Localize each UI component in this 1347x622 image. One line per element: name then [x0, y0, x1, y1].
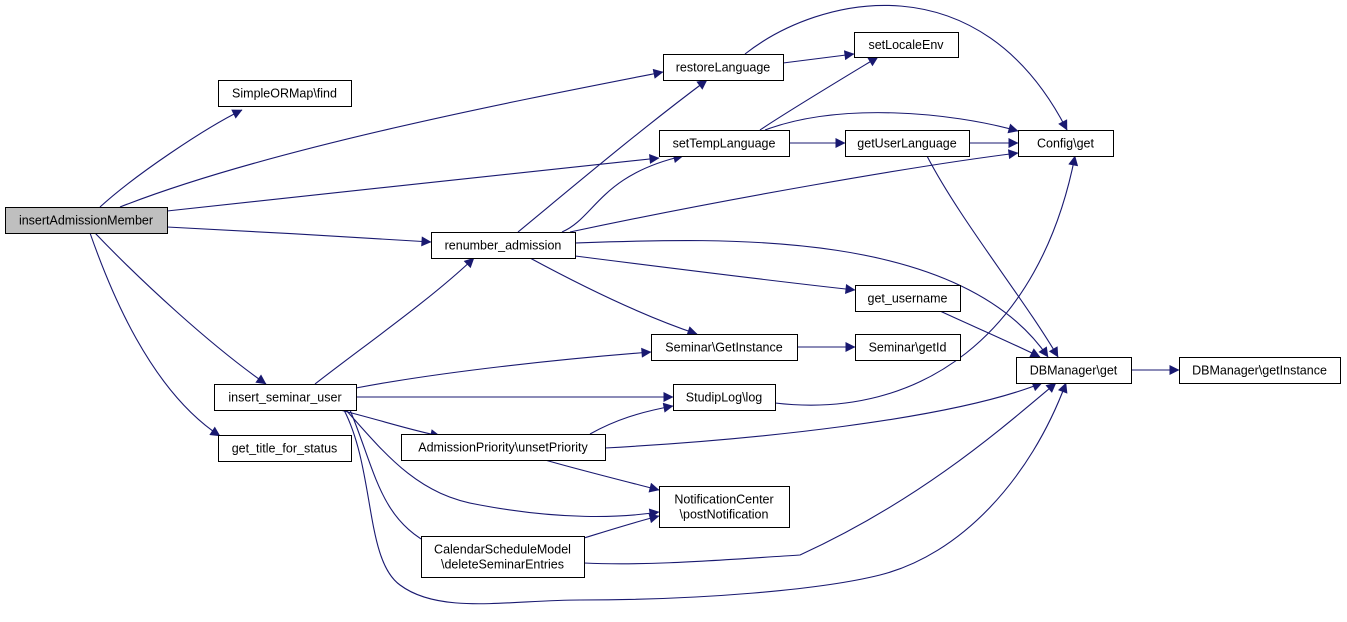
- node-simple-ormap-find[interactable]: SimpleORMap\find: [218, 80, 352, 107]
- node-label: get_title_for_status: [232, 442, 338, 456]
- edge-renumber-admission-to-config-get: [569, 149, 1019, 233]
- edge-get-user-language-to-dbmanager-get: [926, 155, 1059, 358]
- node-admission-priority-unset[interactable]: AdmissionPriority\unsetPriority: [401, 434, 606, 461]
- node-box: [431, 232, 576, 259]
- edge-get-username-to-dbmanager-get: [939, 310, 1041, 358]
- edge-admission-priority-unset-to-dbmanager-get: [604, 381, 1043, 449]
- edge-layer: [89, 4, 1180, 605]
- node-box: [663, 54, 784, 81]
- node-label: AdmissionPriority\unsetPriority: [418, 441, 588, 455]
- node-box: [1018, 130, 1114, 157]
- node-box: [651, 334, 798, 361]
- node-box: [659, 130, 790, 157]
- node-label: Config\get: [1037, 137, 1095, 151]
- edge-insert-seminar-user-to-seminar-get-instance: [355, 347, 652, 389]
- node-label: Seminar\GetInstance: [665, 341, 782, 355]
- node-label: setLocaleEnv: [868, 38, 944, 52]
- node-seminar-get-instance[interactable]: Seminar\GetInstance: [651, 334, 798, 361]
- edge-insert-seminar-user-to-renumber-admission: [314, 257, 475, 385]
- node-box: [855, 285, 961, 312]
- node-label: \deleteSeminarEntries: [441, 558, 564, 572]
- edge-renumber-admission-to-dbmanager-get: [574, 239, 1049, 358]
- node-label: Seminar\getId: [869, 341, 947, 355]
- node-label: StudipLog\log: [686, 391, 763, 405]
- node-set-temp-language[interactable]: setTempLanguage: [659, 130, 790, 157]
- node-label: SimpleORMap\find: [232, 87, 337, 101]
- node-label: setTempLanguage: [673, 137, 776, 151]
- node-get-title-for-status[interactable]: get_title_for_status: [218, 435, 352, 462]
- edge-insert-admission-member-to-renumber-admission: [166, 226, 432, 247]
- node-box: [218, 80, 352, 107]
- node-label: DBManager\getInstance: [1192, 364, 1327, 378]
- edge-studiplog-log-to-config-get: [774, 155, 1079, 406]
- node-box: [673, 384, 776, 411]
- node-renumber-admission[interactable]: renumber_admission: [431, 232, 576, 259]
- node-label: DBManager\get: [1030, 364, 1118, 378]
- node-seminar-get-id[interactable]: Seminar\getId: [855, 334, 961, 361]
- edge-insert-seminar-user-to-calendar-schedule-delete: [349, 409, 433, 546]
- node-label: renumber_admission: [445, 239, 562, 253]
- node-box: [854, 32, 959, 58]
- node-set-locale-env[interactable]: setLocaleEnv: [854, 32, 959, 58]
- node-box: [855, 334, 961, 361]
- node-calendar-schedule-delete[interactable]: CalendarScheduleModel\deleteSeminarEntri…: [421, 536, 585, 578]
- edge-insert-seminar-user-to-admission-priority-unset: [339, 409, 441, 440]
- node-label: restoreLanguage: [676, 61, 771, 75]
- node-config-get[interactable]: Config\get: [1018, 130, 1114, 157]
- node-label: insert_seminar_user: [228, 391, 341, 405]
- edge-set-temp-language-to-set-locale-env: [759, 56, 879, 131]
- edge-admission-priority-unset-to-notification-center-post: [544, 459, 660, 493]
- edge-renumber-admission-to-get-username: [574, 255, 856, 294]
- node-box: [401, 434, 606, 461]
- node-box: [5, 207, 168, 234]
- node-label: get_username: [868, 292, 948, 306]
- node-get-user-language[interactable]: getUserLanguage: [845, 130, 970, 157]
- node-label: \postNotification: [680, 508, 769, 522]
- edge-calendar-schedule-delete-to-notification-center-post: [583, 513, 660, 539]
- node-box: [1179, 357, 1341, 384]
- edge-renumber-admission-to-set-temp-language: [561, 153, 684, 233]
- edge-calendar-schedule-delete-to-dbmanager-get: [583, 382, 1057, 565]
- edge-restore-language-to-set-locale-env: [782, 50, 855, 64]
- node-box: [218, 435, 352, 462]
- node-label: getUserLanguage: [857, 137, 956, 151]
- node-label: CalendarScheduleModel: [434, 543, 571, 557]
- node-box: [1016, 357, 1132, 384]
- edge-insert-admission-member-to-simple-ormap-find: [99, 109, 243, 208]
- edge-insert-seminar-user-to-dbmanager-get: [343, 382, 1068, 605]
- node-notification-center-post[interactable]: NotificationCenter\postNotification: [659, 486, 790, 528]
- node-box: [421, 536, 585, 578]
- node-label: insertAdmissionMember: [19, 214, 153, 228]
- node-label: NotificationCenter: [674, 493, 773, 507]
- node-studiplog-log[interactable]: StudipLog\log: [673, 384, 776, 411]
- edge-insert-admission-member-to-get-title-for-status: [89, 232, 221, 437]
- edge-admission-priority-unset-to-studiplog-log: [589, 402, 674, 435]
- node-insert-seminar-user[interactable]: insert_seminar_user: [214, 384, 357, 411]
- edge-insert-admission-member-to-set-temp-language: [166, 153, 660, 212]
- edge-set-temp-language-to-config-get: [764, 112, 1019, 134]
- node-get-username[interactable]: get_username: [855, 285, 961, 312]
- node-dbmanager-get[interactable]: DBManager\get: [1016, 357, 1132, 384]
- edge-insert-admission-member-to-insert-seminar-user: [94, 232, 267, 385]
- node-dbmanager-get-instance[interactable]: DBManager\getInstance: [1179, 357, 1341, 384]
- node-insert-admission-member[interactable]: insertAdmissionMember: [5, 207, 168, 234]
- node-box: [659, 486, 790, 528]
- node-box: [214, 384, 357, 411]
- edge-renumber-admission-to-seminar-get-instance: [529, 257, 698, 336]
- node-box: [845, 130, 970, 157]
- node-layer: insertAdmissionMember SimpleORMap\find res…: [5, 32, 1341, 578]
- edge-restore-language-to-config-get: [744, 4, 1068, 131]
- edge-insert-seminar-user-to-notification-center-post: [345, 409, 660, 519]
- edge-insert-admission-member-to-restore-language: [119, 68, 664, 208]
- edge-renumber-admission-to-restore-language: [517, 79, 708, 233]
- node-restore-language[interactable]: restoreLanguage: [663, 54, 784, 81]
